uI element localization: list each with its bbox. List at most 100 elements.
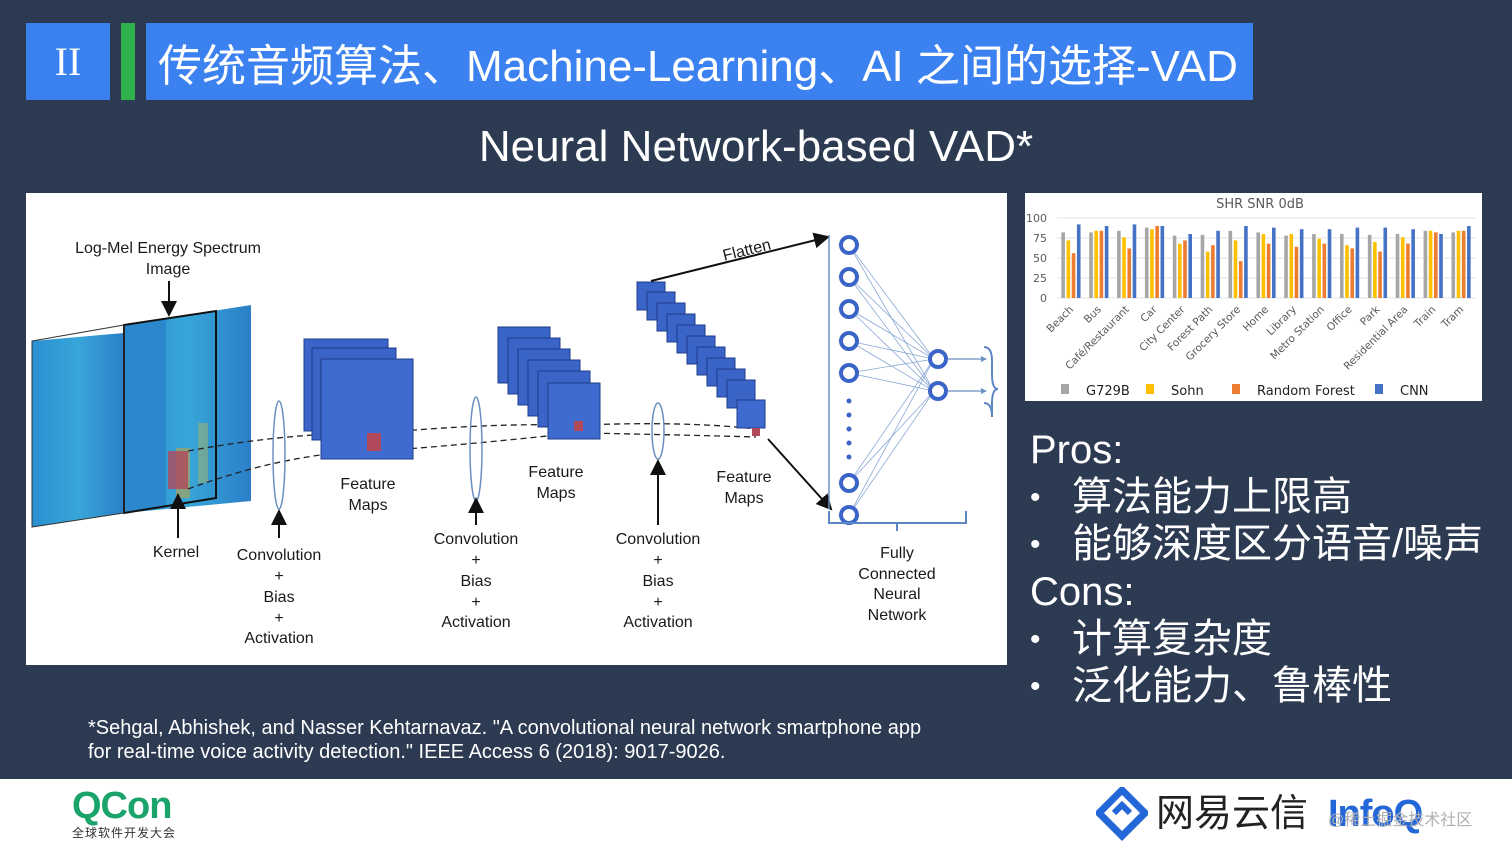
- cons-item: • 计算复杂度: [1030, 616, 1500, 663]
- svg-text:+: +: [653, 552, 662, 569]
- bar: [1104, 226, 1109, 298]
- pros-title: Pros:: [1030, 428, 1124, 472]
- bar: [1322, 243, 1327, 298]
- bar: [1132, 224, 1137, 298]
- ellipsis-dot: [846, 412, 852, 418]
- chart-title: SHR SNR 0dB: [1216, 197, 1304, 212]
- fc-bracket: [828, 511, 967, 531]
- bar: [1155, 226, 1159, 298]
- bar: [1244, 226, 1248, 298]
- fc-input-node: [839, 235, 859, 255]
- pros-item: • 算法能力上限高: [1030, 474, 1500, 521]
- bar: [1406, 243, 1410, 298]
- bar: [1211, 245, 1215, 298]
- fc-output-node: [928, 349, 948, 369]
- bar: [1228, 230, 1233, 298]
- netease-yunxin-logo: 网易云信: [1156, 793, 1309, 835]
- x-tick-label: Park: [1358, 303, 1383, 328]
- citation-line-2: for real-time voice activity detection."…: [88, 741, 726, 763]
- y-tick-label: 100: [1026, 212, 1047, 225]
- bar: [1378, 251, 1382, 298]
- bullet: •: [1030, 528, 1041, 561]
- svg-text:Activation: Activation: [623, 614, 692, 631]
- svg-text:+: +: [471, 552, 480, 569]
- svg-text:Network: Network: [868, 607, 928, 624]
- bar: [1345, 245, 1349, 298]
- pros-item-text: 能够深度区分语音/噪声: [1072, 522, 1484, 566]
- feature-maps-label-2: Feature: [528, 464, 583, 481]
- bar: [1150, 229, 1154, 298]
- bar: [1456, 230, 1461, 298]
- layer3-op-ellipse: [651, 402, 665, 460]
- feature-maps-label-3: Feature: [716, 469, 771, 486]
- fc-input-node: [839, 363, 859, 383]
- citation-line-1: *Sehgal, Abhishek, and Nasser Kehtarnava…: [88, 717, 922, 739]
- bar: [1461, 230, 1466, 298]
- bar: [1312, 234, 1316, 298]
- svg-text:+: +: [274, 568, 283, 585]
- bar: [1467, 226, 1471, 298]
- legend-label: Sohn: [1171, 384, 1204, 399]
- bar: [1299, 229, 1304, 298]
- output-arrowhead: [981, 388, 987, 394]
- y-tick-label: 0: [1040, 292, 1047, 305]
- layer2-op-ellipse: [469, 396, 483, 502]
- pros-item-text: 算法能力上限高: [1072, 475, 1352, 519]
- layer1-op-ellipse: [272, 400, 286, 510]
- y-tick-label: 75: [1033, 232, 1047, 245]
- x-tick-label: Train: [1411, 304, 1438, 331]
- bar: [1117, 230, 1121, 298]
- bar: [1178, 243, 1182, 298]
- x-tick-label: Bus: [1082, 304, 1104, 326]
- legend-label: Random Forest: [1257, 384, 1355, 399]
- kernel-label: Kernel: [153, 544, 199, 561]
- pros-cons-list: Pros: • 算法能力上限高 • 能够深度区分语音/噪声 Cons: • 计算…: [1030, 426, 1500, 710]
- section-number: II: [26, 23, 110, 100]
- fc-input-node: [839, 299, 859, 319]
- svg-text:+: +: [653, 594, 662, 611]
- bullet: •: [1030, 670, 1041, 703]
- svg-text:+: +: [274, 610, 283, 627]
- bar: [1383, 227, 1388, 298]
- svg-text:Bias: Bias: [263, 589, 294, 606]
- cons-item: • 泛化能力、鲁棒性: [1030, 663, 1500, 710]
- bar: [1089, 232, 1093, 298]
- qcon-logo-text: QCon: [72, 785, 172, 827]
- bar: [1428, 230, 1433, 298]
- bar: [1434, 232, 1438, 298]
- svg-text:Bias: Bias: [460, 573, 491, 590]
- accent-bar: [121, 23, 135, 100]
- ellipsis-dot: [846, 440, 852, 446]
- bar: [1327, 229, 1332, 298]
- bar: [1373, 242, 1377, 298]
- ellipsis-dot: [846, 426, 852, 432]
- bar: [1400, 237, 1405, 298]
- spectrum-label: Log-Mel Energy Spectrum: [75, 240, 261, 257]
- bullet: •: [1030, 623, 1041, 656]
- bar: [1160, 226, 1165, 298]
- bar: [1340, 234, 1344, 298]
- feature-maps-2: [497, 326, 601, 440]
- svg-text:Neural: Neural: [873, 586, 920, 603]
- output-bracket: [983, 346, 999, 418]
- feature-maps-label-2b: Maps: [536, 485, 575, 502]
- layer3-ops: Convolution + Bias + Activation: [616, 531, 701, 631]
- cnn-diagram: Log-Mel Energy Spectrum Image Kernel Fea…: [26, 193, 1007, 665]
- svg-text:Convolution: Convolution: [237, 547, 322, 564]
- bar: [1355, 227, 1360, 298]
- bar: [1188, 234, 1192, 298]
- bar: [1238, 261, 1243, 298]
- bar: [1099, 230, 1104, 298]
- legend-swatch: [1146, 384, 1154, 394]
- bar: [1127, 248, 1132, 298]
- output-arrowhead: [981, 356, 987, 362]
- bar: [1122, 237, 1126, 298]
- footer-bar: [0, 779, 1512, 851]
- svg-text:Activation: Activation: [244, 630, 313, 647]
- bar: [1216, 230, 1220, 298]
- spectrum-image: [31, 305, 251, 528]
- bar: [1451, 232, 1456, 298]
- feature-maps-1: [303, 338, 414, 460]
- svg-text:Connected: Connected: [858, 566, 935, 583]
